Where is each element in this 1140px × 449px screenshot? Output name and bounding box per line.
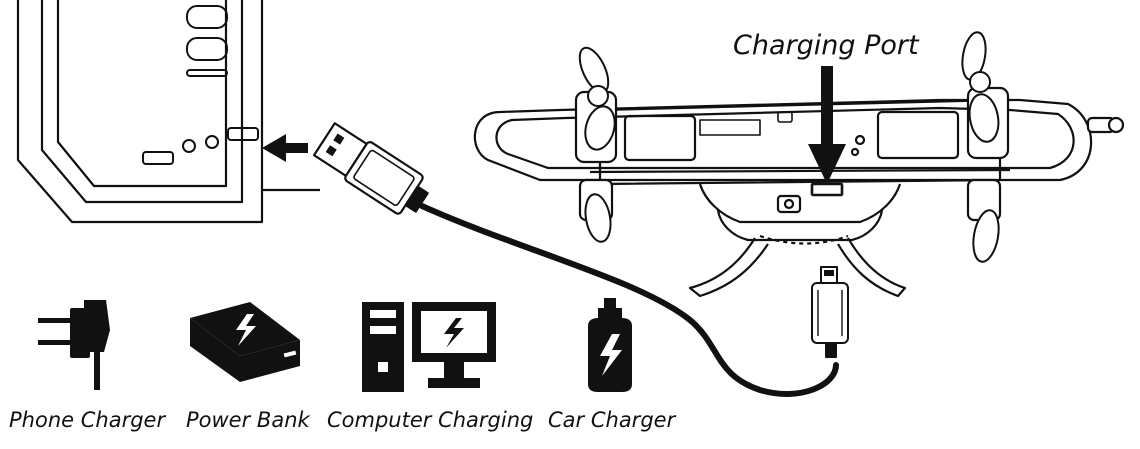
micro-usb-plug (811, 266, 849, 358)
usb-plug (312, 122, 429, 215)
power-bank-label: Power Bank (186, 408, 310, 432)
wall-plug-icon (38, 300, 110, 390)
usb-cable (419, 203, 839, 397)
phone-charger-label: Phone Charger (9, 408, 166, 432)
computer-tower (16, 0, 320, 224)
car-charger-icon (588, 298, 632, 392)
insert-arrow (262, 134, 308, 162)
power-bank-icon (190, 302, 300, 382)
car-charger-label: Car Charger (548, 408, 676, 432)
computer-charging-label: Computer Charging (327, 408, 534, 432)
charging-port-arrow (808, 66, 846, 184)
charging-port-label: Charging Port (733, 30, 919, 61)
propellers (578, 31, 1000, 263)
computer-icon (362, 302, 496, 392)
